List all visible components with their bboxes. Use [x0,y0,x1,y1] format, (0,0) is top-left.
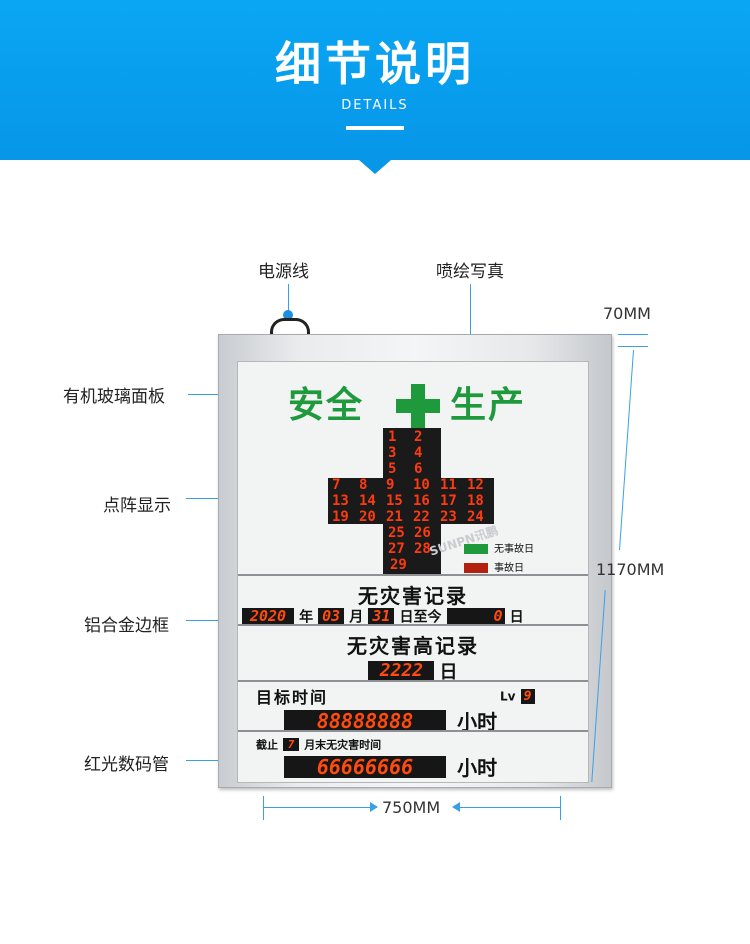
high-record-row: 2222 日 [238,658,588,684]
calendar-day: 28 [414,541,431,557]
high-record-section: 无灾害高记录 2222 日 [238,624,588,684]
record-section: 无灾害记录 2020 年 03 月 31 日至今 0 日 [238,574,588,626]
calendar-day: 13 [332,493,349,509]
dimension-width-tick-left [263,796,264,820]
record-row: 2020 年 03 月 31 日至今 0 日 [242,606,588,627]
calendar-day: 22 [413,509,430,525]
dimension-depth-tick-bottom [618,346,648,347]
calendar-day: 29 [390,557,407,573]
arrow-right-icon [370,802,378,812]
legend-accident: 事故日 [494,563,524,574]
header-banner: 细节说明 DETAILS [0,0,750,160]
calendar-day: 9 [386,477,395,493]
record-year-label: 年 [299,609,314,626]
title-underline [346,126,404,130]
page-subtitle: DETAILS [341,98,409,113]
record-day: 31 [368,608,395,625]
dimension-width-line-left [264,807,372,808]
calendar-day: 16 [413,493,430,509]
record-day-label: 日至今 [399,609,442,626]
calendar-day: 21 [386,509,403,525]
callout-frame: 铝合金边框 [84,616,169,636]
calendar-day: 2 [414,429,423,445]
calendar-day: 12 [467,477,484,493]
calendar-day: 15 [386,493,403,509]
deadline-label-row: 截止 7 月末无灾害时间 [256,734,381,753]
record-count: 0 [446,608,505,625]
deadline-suffix: 月末无灾害时间 [304,738,382,752]
callout-print: 喷绘写真 [436,262,504,282]
calendar-day: 6 [414,461,423,477]
dimension-height-line-top [619,350,634,550]
callout-dot-matrix: 点阵显示 [103,496,171,516]
green-cross-icon-bar [396,399,440,413]
calendar-day: 20 [359,509,376,525]
target-lv-label: Lv [500,689,516,704]
calendar-day: 4 [414,445,423,461]
calendar-day: 5 [388,461,397,477]
callout-digits: 红光数码管 [84,755,169,775]
deadline-section: 截止 7 月末无灾害时间 66666666 小时 [238,730,588,782]
dimension-width: 750MM [382,798,441,817]
calendar-day: 11 [440,477,457,493]
dimension-depth-tick-top [618,334,648,335]
target-value: 88888888 [284,709,446,732]
legend-red-swatch [464,563,488,573]
calendar-day: 24 [467,509,484,525]
deadline-month: 7 [283,738,300,751]
callout-power-cord-line [288,284,289,314]
calendar-day: 10 [413,477,430,493]
calendar-day: 1 [388,429,397,445]
calendar-day: 19 [332,509,349,525]
callout-frame-line [186,620,246,621]
calendar-day: 18 [467,493,484,509]
record-title: 无灾害记录 [358,584,468,608]
deadline-prefix: 截止 [256,738,278,752]
calendar-day: 14 [359,493,376,509]
led-cross-horizontal [328,478,494,524]
dimension-depth: 70MM [603,304,651,323]
high-record-value: 2222 [368,661,435,681]
calendar-day: 26 [414,525,431,541]
high-record-unit: 日 [439,662,458,683]
callout-power-cord: 电源线 [258,262,309,282]
calendar-day: 23 [440,509,457,525]
deadline-value: 66666666 [284,755,446,778]
legend: 无事故日 事故日 [464,540,534,574]
calendar-day: 7 [332,477,341,493]
callout-power-cord-dot [283,310,293,320]
record-month: 03 [318,608,345,625]
callout-glass: 有机玻璃面板 [63,387,165,407]
calendar-day: 3 [388,445,397,461]
calendar-day: 17 [440,493,457,509]
target-section: 目标时间 Lv 9 88888888 小时 [238,680,588,734]
calendar-day: 25 [388,525,405,541]
calendar-day: 8 [359,477,368,493]
arrow-left-icon [452,802,460,812]
board-title-right: 生产 [450,385,527,426]
dimension-width-tick-right [560,796,561,820]
high-record-title: 无灾害高记录 [347,634,479,658]
record-count-label: 日 [509,609,524,626]
banner-notch [359,160,391,174]
board-title-left: 安全 [288,385,365,426]
record-month-label: 月 [349,609,364,626]
legend-green-swatch [464,544,488,554]
board-title: 安全 生产 [238,376,588,428]
record-year: 2020 [242,608,294,625]
legend-no-accident: 无事故日 [494,544,534,555]
power-cable [270,318,310,343]
calendar-day: 27 [388,541,405,557]
page-title: 细节说明 [275,37,475,91]
dimension-width-line-right [460,807,560,808]
target-lv-value: 9 [520,689,535,704]
target-label: 目标时间 [256,688,329,707]
deadline-row: 66666666 小时 [284,752,497,781]
dimension-height: 1170MM [596,560,665,579]
target-lv: Lv 9 [500,686,535,705]
callout-print-line [470,284,471,364]
deadline-unit: 小时 [457,756,498,780]
